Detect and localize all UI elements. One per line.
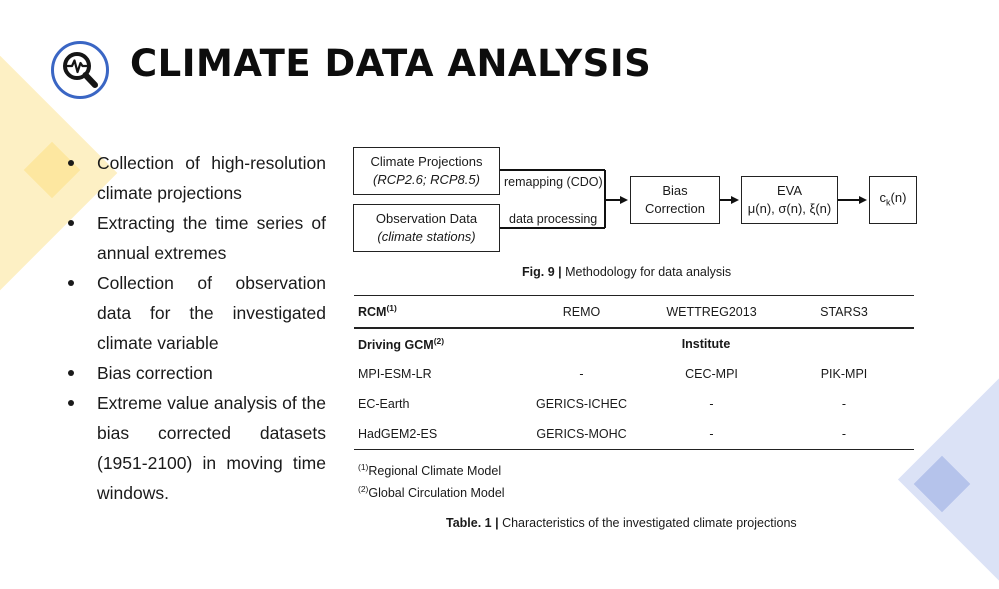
ck-label: ck(n) (880, 189, 907, 212)
table-caption: Table. 1 | Characteristics of the invest… (446, 516, 797, 530)
box-line: Bias (662, 183, 688, 198)
footnote: (1)Regional Climate Model (358, 458, 505, 480)
bullet-item: Extreme value analysis of the bias corre… (64, 388, 326, 508)
column-header: STARS3 (820, 304, 868, 319)
table-subheader-row: Driving GCM(2) Institute (354, 328, 914, 359)
figure-caption-text: Methodology for data analysis (561, 265, 732, 279)
climate-projections-box: Climate Projections (RCP2.6; RCP8.5) (353, 147, 500, 195)
box-line: Correction (645, 201, 705, 216)
box-title: Observation Data (375, 211, 478, 226)
box-line: μ(n), σ(n), ξ(n) (747, 201, 832, 216)
footnote-mark: (2) (358, 484, 369, 495)
rcm-header: RCM(1) (354, 296, 514, 329)
footnote: (2)Global Circulation Model (358, 480, 505, 502)
footnote-text: Global Circulation Model (368, 486, 505, 501)
table-cell: EC-Earth (358, 397, 410, 411)
page-title: CLIMATE DATA ANALYSIS (130, 42, 652, 85)
figure-caption-label: Fig. 9 | (522, 265, 562, 279)
driving-gcm-text: Driving GCM (358, 338, 434, 353)
bullet-item: Collection of high-resolution climate pr… (64, 148, 326, 208)
observation-data-box: Observation Data (climate stations) (353, 204, 500, 252)
ck-base: c (879, 189, 887, 205)
table-cell: GERICS-MOHC (536, 427, 627, 441)
magnifier-with-pulse-icon (51, 41, 109, 99)
table-row: EC-Earth GERICS-ICHEC - - (354, 389, 914, 419)
ck-sub: k (886, 197, 891, 208)
driving-gcm-sup: (2) (433, 335, 445, 346)
table-header-row: RCM(1) REMO WETTREG2013 STARS3 (354, 295, 914, 329)
rcm-header-label: RCM (358, 305, 387, 320)
table-caption-label: Table. 1 | (446, 516, 499, 530)
figure-caption: Fig. 9 | Methodology for data analysis (522, 265, 731, 279)
box-subtitle: (climate stations) (377, 229, 476, 244)
projections-table: RCM(1) REMO WETTREG2013 STARS3 Driving G… (354, 295, 914, 450)
table-row: MPI-ESM-LR - CEC-MPI PIK-MPI (354, 359, 914, 389)
table-cell: - (709, 397, 714, 411)
table-cell: MPI-ESM-LR (358, 367, 432, 381)
table-cell: - (579, 367, 584, 381)
ck-tail: (n) (890, 189, 907, 205)
ck-box: ck(n) (869, 176, 917, 224)
driving-gcm-label: Driving GCM(2) (354, 328, 514, 359)
box-title: Climate Projections (370, 154, 483, 169)
rcm-header-sup: (1) (386, 303, 397, 314)
table-cell: PIK-MPI (820, 367, 868, 381)
bullet-item: Collection of observation data for the i… (64, 268, 326, 358)
table-cell-empty (774, 328, 914, 359)
eva-box: EVA μ(n), σ(n), ξ(n) (741, 176, 838, 224)
bullet-list: Collection of high-resolution climate pr… (64, 148, 326, 508)
column-header: REMO (562, 304, 601, 319)
table-cell: GERICS-ICHEC (536, 397, 627, 411)
table-cell: HadGEM2-ES (358, 427, 438, 441)
remapping-label: remapping (CDO) (504, 175, 603, 189)
box-subtitle: (RCP2.6; RCP8.5) (373, 172, 480, 187)
footnote-mark: (1) (358, 462, 369, 472)
footnote-text: Regional Climate Model (368, 464, 502, 479)
box-line: EVA (776, 183, 803, 198)
institute-label: Institute (681, 337, 731, 351)
diagram-connectors (500, 169, 867, 229)
table-cell: - (709, 427, 714, 441)
table-cell: CEC-MPI (685, 367, 738, 381)
table-footnotes: (1)Regional Climate Model (2)Global Circ… (358, 458, 505, 502)
processing-label: data processing (509, 212, 598, 226)
bias-correction-box: Bias Correction (630, 176, 720, 224)
bullet-item: Extracting the time series of annual ext… (64, 208, 326, 268)
bullet-item: Bias correction (64, 358, 326, 388)
table-row: HadGEM2-ES GERICS-MOHC - - (354, 419, 914, 450)
table-cell: - (841, 427, 847, 441)
column-header: WETTREG2013 (666, 304, 757, 319)
table-caption-text: Characteristics of the investigated clim… (498, 516, 797, 530)
table-cell: - (841, 397, 847, 411)
